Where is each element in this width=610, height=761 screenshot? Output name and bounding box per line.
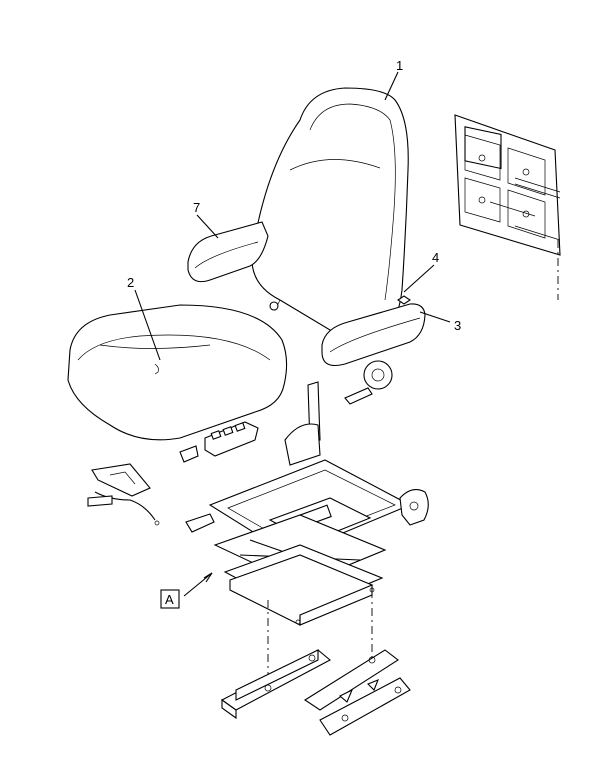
callout-7: 7 [193,200,200,215]
view-tag-label: A [165,592,174,607]
callout-4: 4 [432,250,439,265]
seat-base-frame [185,459,429,626]
seat-back [251,87,409,336]
callout-leaders [134,71,451,597]
lower-mounting-brackets [220,649,411,736]
wiring-harness [87,463,160,526]
right-armrest [321,295,426,405]
callout-2: 2 [127,275,134,290]
back-bracket [284,381,321,466]
callout-1: 1 [396,58,403,73]
view-tag-a: A [160,589,180,609]
callout-3: 3 [454,318,461,333]
back-panel [454,114,561,300]
left-armrest [187,221,269,283]
mounting-guide-lines [267,590,373,688]
seat-cushion [67,304,288,463]
